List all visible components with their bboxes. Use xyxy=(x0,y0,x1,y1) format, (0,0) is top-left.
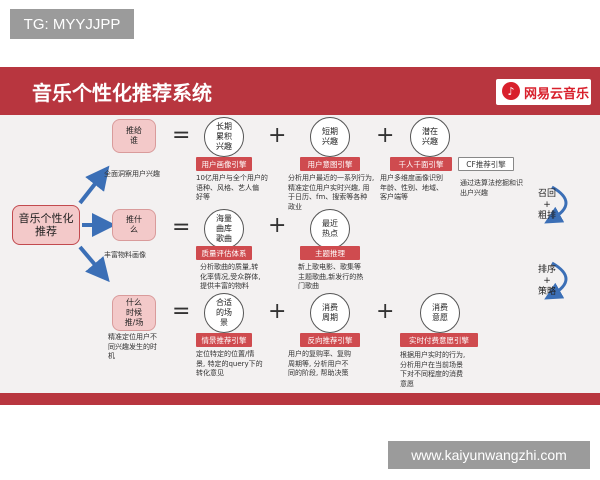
row1-desc-3: 用户多维度画像识别 年龄、性别、地域、 客户端等 xyxy=(380,174,443,201)
row3-desc-3: 根据用户实时的行为, 分析用户在当前场景 下对不同程度的消费 意愿 xyxy=(400,351,466,388)
row3-plus-1: + xyxy=(268,299,287,324)
row1-tag-3: 千人千面引擎 xyxy=(390,157,452,171)
row2-desc-2: 新上歌电影、歌集等 主题歌曲,新发行的热 门歌曲 xyxy=(298,263,364,290)
arrow-to-row-3 xyxy=(78,245,110,283)
side-label-bottom: 排序 + 策略 xyxy=(537,265,556,297)
slide-title: 音乐个性化推荐系统 xyxy=(32,81,212,105)
row2-circle-1: 海量 曲库 歌曲 xyxy=(204,209,244,249)
row3-plus-2: + xyxy=(376,299,395,324)
arrow-side-bottom xyxy=(544,261,568,300)
row2-start-node: 推什 么 xyxy=(112,209,156,241)
row1-plus-2: + xyxy=(376,123,395,148)
row3-start-desc: 精准定位用户不 同兴趣发生的时 机 xyxy=(108,333,157,360)
row1-circle-1: 长期 累积 兴趣 xyxy=(204,117,244,157)
row2-tag-1: 质量评估体系 xyxy=(196,246,252,260)
row2-circle-2: 最近 热点 xyxy=(310,209,350,249)
row3-equals: = xyxy=(172,299,191,324)
row3-desc-2: 用户的复购率、复购 周期等, 分析用户不 同的阶段, 帮助决策 xyxy=(288,350,351,377)
row2-start-desc: 丰富物料画像 xyxy=(104,251,146,259)
row2-tag-2: 主题推理 xyxy=(300,246,360,260)
row3-circle-2: 消费 周期 xyxy=(310,293,350,333)
row2-desc-1: 分析歌曲的质量,转 化率情况,受众群体, 提供丰富的物料 xyxy=(200,263,261,290)
logo: ♪ 网易云音乐 xyxy=(496,79,591,105)
row2-plus-1: + xyxy=(268,213,287,238)
row1-tag-1: 用户画像引擎 xyxy=(196,157,252,171)
main-node: 音乐个性化 推荐 xyxy=(12,205,80,245)
diagram-slide: 音乐个性化推荐系统 ♪ 网易云音乐 音乐个性化 推荐 推给 谁 全面洞察用户兴趣… xyxy=(0,67,600,405)
watermark-bottom: www.kaiyunwangzhi.com xyxy=(388,441,590,469)
row3-circle-1: 合适 的场 景 xyxy=(204,293,244,333)
row1-equals: = xyxy=(172,123,191,148)
arrow-to-row-1 xyxy=(78,165,110,205)
row3-desc-1: 定位特定的位置/情 景, 特定的query下的 转化意见 xyxy=(196,350,263,377)
watermark-top: TG: MYYJJPP xyxy=(10,9,134,39)
row1-desc-2: 分析用户最近的一系列行为, 精准定位用户实时兴趣, 用 于日历、fm、搜索等各种… xyxy=(288,174,375,211)
row1-start-node: 推给 谁 xyxy=(112,119,156,153)
row1-circle-3: 潜在 兴趣 xyxy=(410,117,450,157)
arrow-side-top xyxy=(544,185,568,224)
row1-start-desc: 全面洞察用户兴趣 xyxy=(104,170,160,178)
netease-music-icon: ♪ xyxy=(502,82,520,100)
row3-tag-3: 实时付费意愿引擎 xyxy=(400,333,478,347)
row3-circle-3: 消费 意愿 xyxy=(420,293,460,333)
row1-desc-1: 10亿用户与全个用户的 语种、风格、艺人偏 好等 xyxy=(196,174,268,201)
row1-plus-1: + xyxy=(268,123,287,148)
row1-extra-desc: 通过迭算法挖掘和识 出户兴趣 xyxy=(460,179,523,197)
connector-arrows xyxy=(78,165,568,300)
row1-tag-2: 用户意图引擎 xyxy=(300,157,360,171)
row1-extra-tag: CF推荐引擎 xyxy=(458,157,514,171)
row3-tag-2: 反向推荐引擎 xyxy=(300,333,360,347)
slide-header: 音乐个性化推荐系统 ♪ 网易云音乐 xyxy=(0,67,600,115)
slide-footer-bar xyxy=(0,393,600,405)
logo-text: 网易云音乐 xyxy=(524,87,590,102)
row1-circle-2: 短期 兴趣 xyxy=(310,117,350,157)
side-label-top: 召回 + 粗排 xyxy=(537,189,556,221)
row3-tag-1: 情景推荐引擎 xyxy=(196,333,252,347)
row3-start-node: 什么 时候 推/场 xyxy=(112,295,156,331)
row2-equals: = xyxy=(172,215,191,240)
